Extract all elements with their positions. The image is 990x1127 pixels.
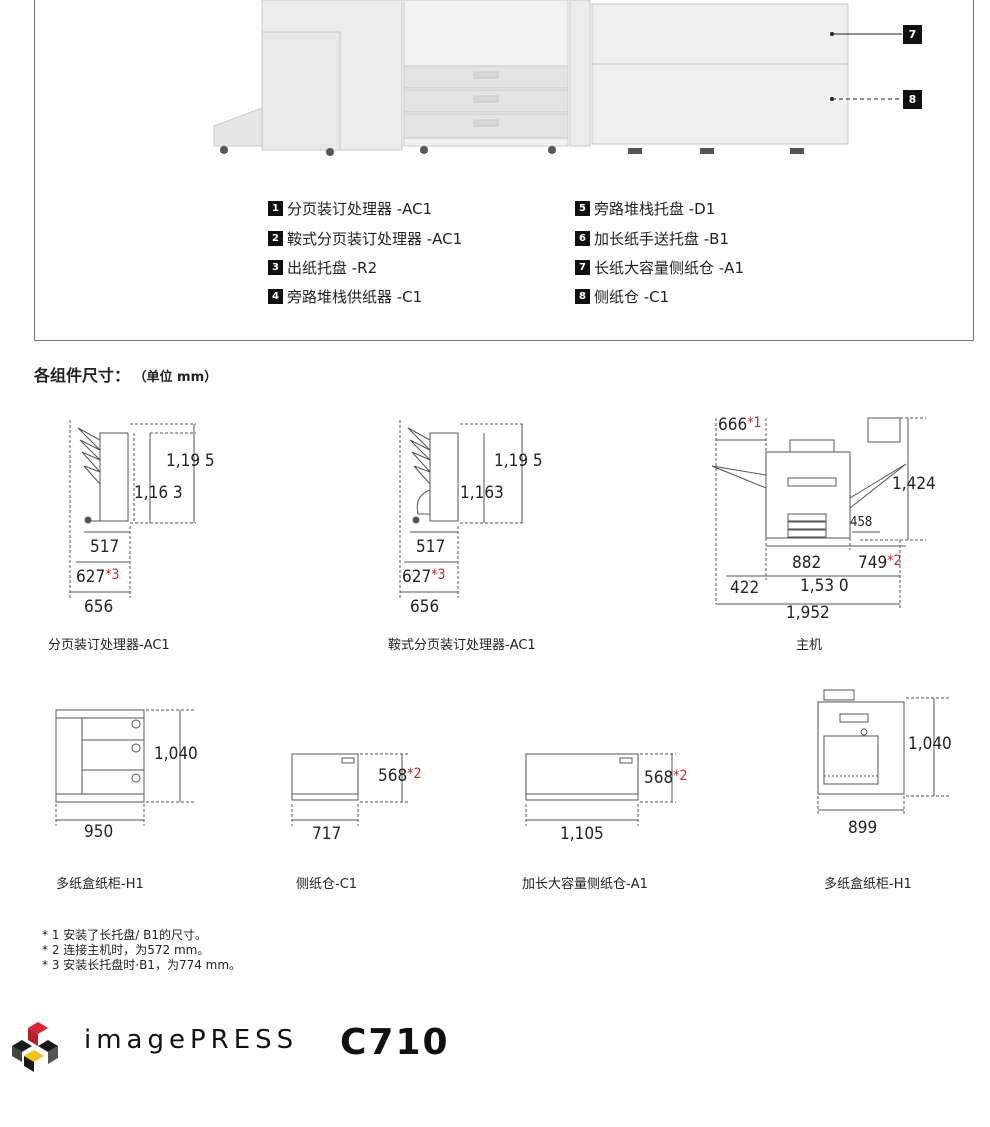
side-a1-drawing <box>525 753 676 826</box>
footnote-1: * 1 安装了长托盘/ B1的尺寸。 <box>42 928 207 942</box>
side-a1-height: 568*2 <box>644 768 688 788</box>
components-panel <box>34 0 974 341</box>
side-a1-caption: 加长大容量侧纸仓-A1 <box>522 877 648 892</box>
saddle-height-total: 1,19 5 <box>494 451 543 471</box>
section-title: 各组件尺寸：（单位 mm） <box>34 366 218 385</box>
saddle-caption: 鞍式分页装订处理器-AC1 <box>388 638 536 653</box>
brand-name: imagePRESS <box>84 1025 299 1055</box>
ac1-drawing <box>69 420 196 598</box>
main-height: 1,424 <box>892 474 936 494</box>
cabinet-right-height: 1,040 <box>908 734 952 754</box>
cabinet-left-height: 1,040 <box>154 744 198 764</box>
cabinet-left-caption: 多纸盒纸柜-H1 <box>56 877 144 892</box>
ac1-height-body: 1,16 3 <box>134 483 183 503</box>
cabinet-right-width: 899 <box>848 818 878 838</box>
main-width-mid: 1,53 0 <box>800 576 849 596</box>
brand-model: C710 <box>340 1022 450 1063</box>
callout-7: 7 <box>903 25 922 44</box>
cabinet-right-caption: 多纸盒纸柜-H1 <box>824 877 912 892</box>
main-depth-small: 458 <box>850 515 873 530</box>
ac1-caption: 分页装订处理器-AC1 <box>48 638 170 653</box>
callout-8: 8 <box>903 90 922 109</box>
main-width-right: 749*2 <box>858 553 902 573</box>
saddle-width-total: 656 <box>410 597 440 617</box>
saddle-height-body: 1,163 <box>460 483 504 503</box>
cabinet-left-width: 950 <box>84 822 114 842</box>
ac1-height-total: 1,19 5 <box>166 451 215 471</box>
side-a1-width: 1,105 <box>560 824 604 844</box>
main-width-total: 1,952 <box>786 603 830 623</box>
cabinet-right-drawing <box>817 689 950 816</box>
side-c1-width: 717 <box>312 824 342 844</box>
saddle-width-body: 517 <box>416 537 446 557</box>
main-drawing <box>711 417 926 608</box>
side-c1-drawing <box>291 753 410 826</box>
main-width-left: 422 <box>730 578 760 598</box>
footnotes: * 1 安装了长托盘/ B1的尺寸。 * 2 连接主机时，为572 mm。 * … <box>42 928 241 973</box>
side-c1-caption: 侧纸仓-C1 <box>296 877 358 892</box>
saddle-drawing <box>399 420 524 598</box>
main-tray-width: 666*1 <box>718 415 762 435</box>
ac1-width-total: 656 <box>84 597 114 617</box>
main-caption: 主机 <box>796 638 823 653</box>
footnote-2: * 2 连接主机时，为572 mm。 <box>42 943 210 957</box>
main-width-body: 882 <box>792 553 822 573</box>
side-c1-height: 568*2 <box>378 766 422 786</box>
machine-wheels <box>220 146 804 156</box>
saddle-width-mid: 627*3 <box>402 567 446 587</box>
callout-leaders <box>832 33 902 100</box>
cabinet-left-drawing <box>55 709 196 826</box>
ac1-width-mid: 627*3 <box>76 567 120 587</box>
machine-illustration <box>213 0 849 151</box>
brand-logo-icon <box>12 1022 58 1072</box>
ac1-width-body: 517 <box>90 537 120 557</box>
footnote-3: * 3 安装长托盘时·B1，为774 mm。 <box>42 958 242 972</box>
